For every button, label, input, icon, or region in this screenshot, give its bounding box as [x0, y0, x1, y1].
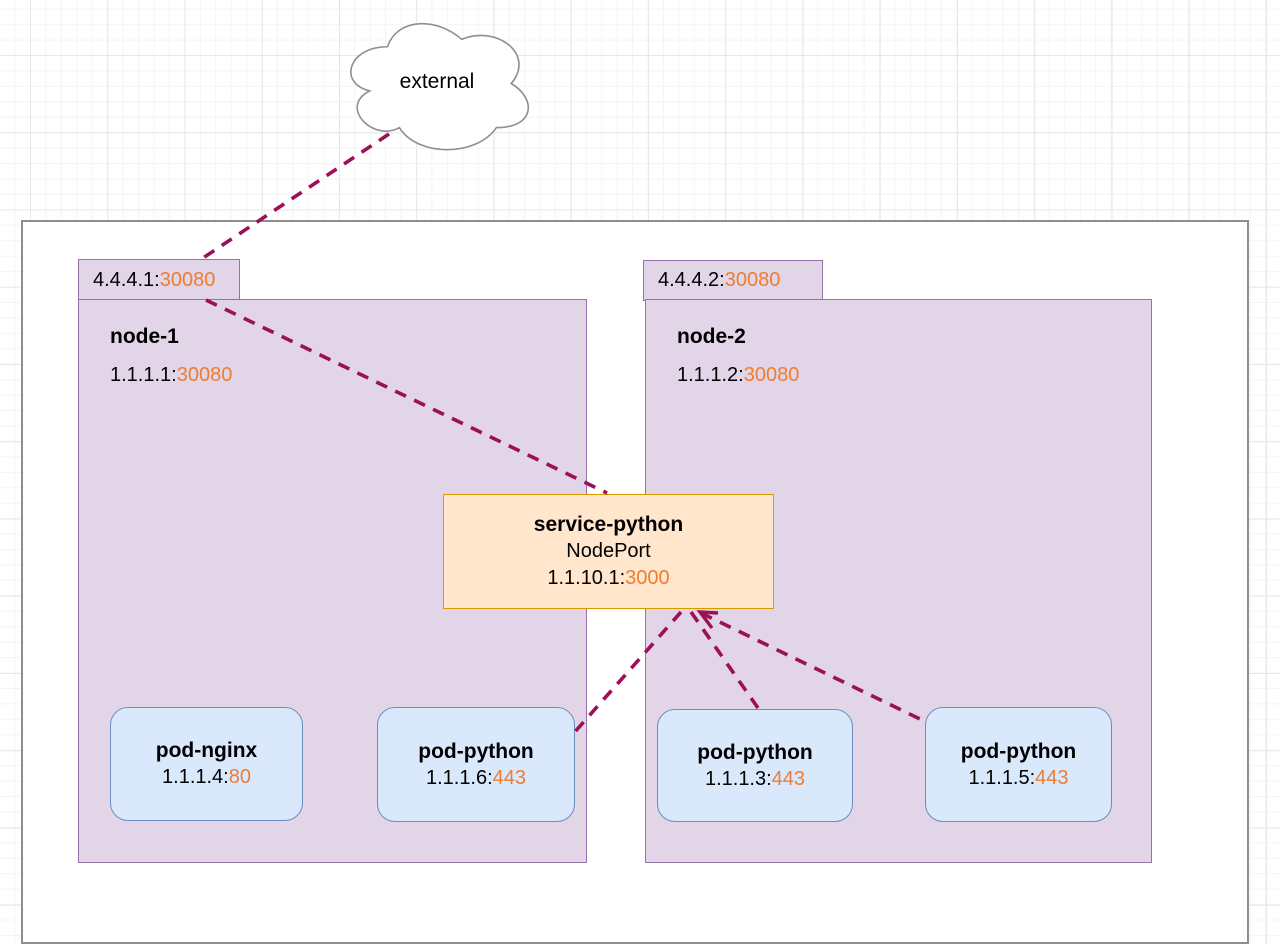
pod-python-box-3[interactable]: pod-python 1.1.1.5:443 [925, 707, 1112, 822]
pod-python-box-2[interactable]: pod-python 1.1.1.3:443 [657, 709, 853, 822]
pod-ip-addr: 1.1.1.3: [704, 767, 772, 790]
service-python-box[interactable]: service-python NodePort 1.1.10.1:3000 [443, 494, 774, 609]
pod-ip: 1.1.1.5:443 [968, 765, 1068, 792]
node-ip-port: 30080 [743, 364, 800, 386]
tag-ip: 4.4.4.1: [93, 268, 160, 291]
pod-name: pod-python [960, 739, 1077, 763]
external-cloud[interactable]: external [338, 10, 536, 157]
node-1-external-ip-tag[interactable]: 4.4.4.1:30080 [78, 259, 240, 301]
pod-name: pod-python [418, 739, 534, 763]
pod-ip-addr: 1.1.1.6: [425, 766, 493, 789]
pod-ip: 1.1.1.6:443 [426, 765, 526, 792]
pod-ip-port: 443 [492, 766, 527, 789]
service-ip: 1.1.10.1:3000 [547, 565, 669, 592]
node-label: node-2 1.1.1.2:30080 [677, 324, 799, 388]
cloud-icon [350, 22, 529, 151]
pod-ip-addr: 1.1.1.4: [162, 766, 229, 788]
node-ip: 1.1.1.2:30080 [677, 362, 799, 388]
tag-ip: 4.4.4.2: [658, 269, 725, 291]
pod-ip-addr: 1.1.1.5: [968, 766, 1036, 789]
node-ip-addr: 1.1.1.2: [677, 364, 744, 386]
pod-name: pod-python [697, 740, 813, 764]
node-2-external-ip-tag[interactable]: 4.4.4.2:30080 [643, 260, 823, 301]
tag-port: 30080 [159, 268, 216, 291]
tag-port: 30080 [724, 269, 781, 291]
node-label: node-1 1.1.1.1:30080 [110, 324, 232, 388]
pod-ip: 1.1.1.4:80 [162, 764, 251, 791]
service-name: service-python [533, 513, 684, 536]
pod-python-box-1[interactable]: pod-python 1.1.1.6:443 [377, 707, 575, 822]
service-type: NodePort [566, 540, 651, 562]
pod-ip-port: 443 [771, 767, 806, 790]
pod-ip-port: 443 [1035, 766, 1069, 789]
node-name: node-1 [110, 325, 179, 348]
node-name: node-2 [677, 325, 746, 348]
service-ip-port: 3000 [625, 567, 670, 589]
node-ip: 1.1.1.1:30080 [110, 362, 232, 388]
pod-ip-port: 80 [228, 766, 251, 788]
node-ip-port: 30080 [176, 364, 233, 386]
pod-ip: 1.1.1.3:443 [705, 766, 805, 793]
pod-name: pod-nginx [155, 739, 258, 762]
pod-nginx-box[interactable]: pod-nginx 1.1.1.4:80 [110, 707, 303, 821]
service-ip-addr: 1.1.10.1: [547, 567, 626, 589]
node-ip-addr: 1.1.1.1: [110, 364, 177, 386]
external-label: external [399, 69, 475, 93]
